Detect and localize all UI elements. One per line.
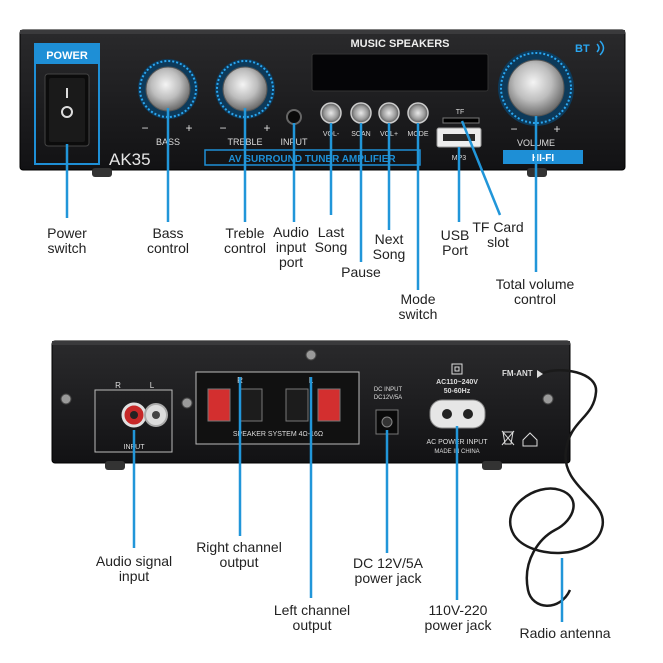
callout-tf-card-slot: TF Card slot (466, 220, 530, 250)
vol-minus-button[interactable] (321, 103, 341, 123)
rca-r-label: R (115, 381, 121, 390)
dc-rating-label: DC12V/5A (374, 395, 402, 401)
callout-total-volume: Total volume control (484, 277, 586, 307)
back-foot-left (105, 461, 125, 470)
dc-input-label: DC INPUT (374, 387, 403, 393)
bass-plus: + (185, 121, 192, 135)
callout-mode-switch: Mode switch (390, 292, 446, 322)
vol-plus-button[interactable] (379, 103, 399, 123)
front-panel: POWER − + BASS − + TREBLE INPUT AK35 AV … (20, 30, 625, 177)
callout-ac-power-jack: 110V-220 power jack (412, 603, 504, 633)
volume-knob[interactable] (508, 60, 564, 116)
rca-l-label: L (150, 381, 155, 390)
callout-next-song: Next Song (364, 232, 414, 262)
callout-dc-power-jack: DC 12V/5A power jack (338, 556, 438, 586)
callout-left-channel-output: Left channel output (262, 603, 362, 633)
right-plus-terminal[interactable] (208, 389, 230, 421)
model-label: AK35 (109, 150, 151, 169)
callout-radio-antenna: Radio antenna (508, 626, 622, 641)
ac-freq-label: 50-60Hz (444, 388, 471, 395)
callout-right-channel-output: Right channel output (183, 540, 295, 570)
callout-power-switch: Power switch (32, 226, 102, 256)
scan-button[interactable] (351, 103, 371, 123)
tf-label: TF (456, 109, 465, 116)
back-foot-right (482, 461, 502, 470)
fm-ant-label: FM-ANT (502, 369, 533, 378)
power-label: POWER (46, 50, 88, 62)
treble-minus: − (219, 121, 226, 135)
speaker-system-label: SPEAKER SYSTEM 4Ω-16Ω (233, 431, 323, 438)
left-plus-terminal[interactable] (318, 389, 340, 421)
treble-plus: + (263, 121, 270, 135)
callout-bass-control: Bass control (128, 226, 208, 256)
audio-input-jack[interactable] (287, 110, 301, 124)
bt-label: BT (575, 43, 590, 55)
display-window (312, 54, 488, 91)
display-label: MUSIC SPEAKERS (350, 38, 449, 50)
treble-knob[interactable] (223, 67, 267, 111)
front-foot-left (92, 168, 112, 177)
ac-rating-label: AC110~240V (436, 379, 478, 386)
callout-pause: Pause (331, 265, 391, 280)
bass-minus: − (141, 121, 148, 135)
right-minus-terminal[interactable] (240, 389, 262, 421)
ac-power-jack[interactable] (430, 400, 485, 428)
volume-minus: − (510, 122, 517, 136)
bass-knob[interactable] (146, 67, 190, 111)
mode-button[interactable] (408, 103, 428, 123)
callout-audio-signal-input: Audio signal input (84, 554, 184, 584)
callout-last-song: Last Song (306, 225, 356, 255)
volume-plus: + (553, 122, 560, 136)
tf-card-slot[interactable] (443, 118, 479, 123)
banner-label: AV SURROUND TUNER AMPLIFIER (228, 154, 396, 165)
left-minus-terminal[interactable] (286, 389, 308, 421)
